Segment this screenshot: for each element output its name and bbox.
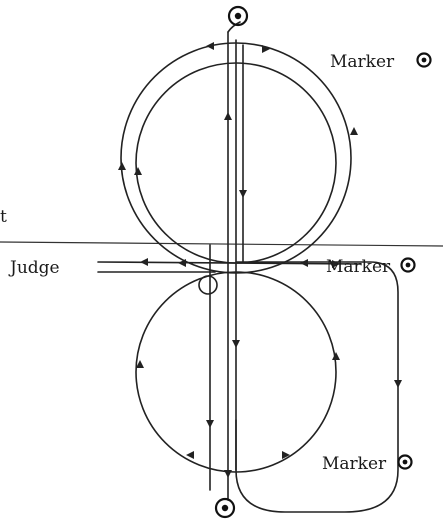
top-right-marker-icon [416, 52, 432, 68]
arrow-icon [134, 167, 142, 175]
arrow-icon [332, 352, 340, 360]
arrow-icon [332, 260, 340, 268]
marker-label-top: Marker [330, 52, 395, 72]
arrow-icon [224, 112, 232, 120]
left-edge-label: t [0, 207, 7, 227]
direction-arrows [118, 42, 402, 478]
arrow-icon [140, 258, 148, 266]
arrow-icon [118, 162, 126, 170]
lower-right-loop [235, 261, 399, 513]
top-hook [227, 21, 241, 33]
center-small-loop [198, 275, 218, 295]
bottom-center-marker-icon [214, 497, 236, 519]
arrow-icon [206, 42, 214, 50]
bottom-right-marker-icon [397, 454, 413, 470]
arrow-icon [350, 127, 358, 135]
center-line [0, 241, 443, 247]
mid-right-marker-icon [400, 257, 416, 273]
judge-label: Judge [8, 258, 60, 278]
arrow-icon [186, 451, 194, 459]
arrow-icon [394, 380, 402, 388]
arrow-icon [239, 190, 247, 198]
arrow-icon [224, 470, 232, 478]
arrow-icon [136, 360, 144, 368]
top-center-marker-icon [227, 5, 249, 27]
arrow-icon [262, 45, 270, 53]
arrow-icon [232, 340, 240, 348]
marker-label-mid: Marker [326, 257, 391, 277]
arrow-icon [300, 259, 308, 267]
arrow-icon [178, 259, 186, 267]
arrow-icon [282, 451, 290, 459]
arrow-icon [206, 420, 214, 428]
marker-label-bottom: Marker [322, 454, 387, 474]
